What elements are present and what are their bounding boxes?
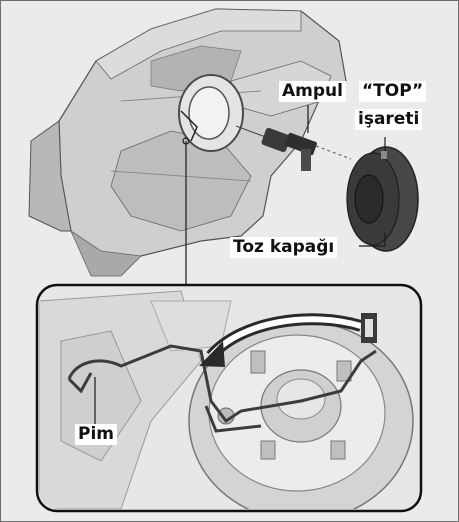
top-mark-label-line1: “TOP”	[359, 81, 426, 102]
dust-cover	[347, 147, 418, 251]
dust-cover-label: Toz kapağı	[230, 237, 337, 258]
pin-label: Pim	[75, 424, 117, 445]
top-mark-label-line2: işareti	[355, 109, 422, 130]
detail-inset	[37, 285, 421, 521]
bulb-label: Ampul	[279, 81, 346, 102]
